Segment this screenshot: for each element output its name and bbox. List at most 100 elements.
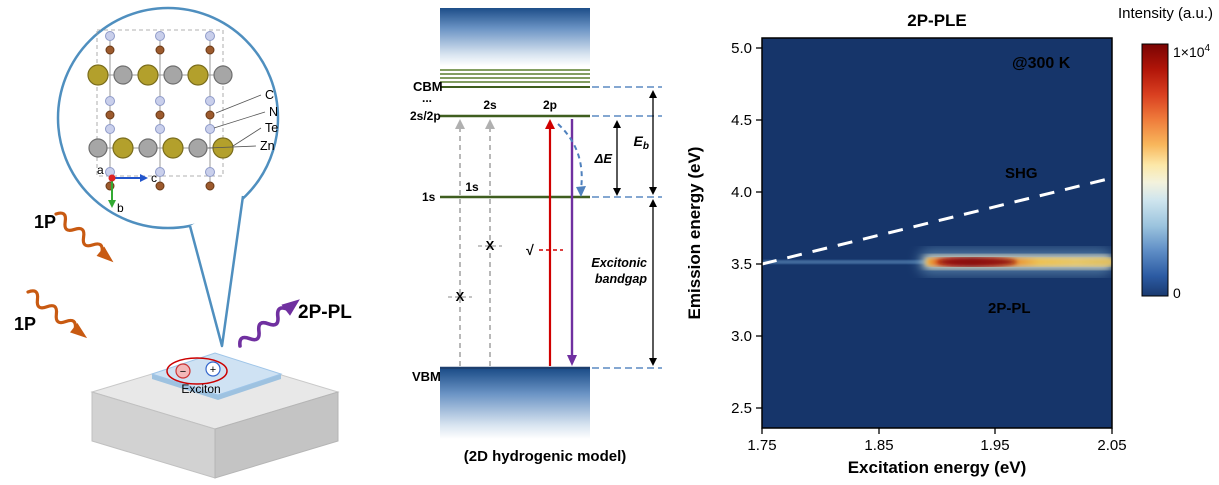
zoom-bubble	[56, 6, 280, 348]
atom-n	[205, 124, 215, 134]
atom-n	[155, 124, 165, 134]
legend-label-c: C	[265, 88, 274, 102]
temperature-annotation: @300 K	[1012, 55, 1071, 72]
atom-zn	[138, 138, 158, 158]
state-1s-gray-label: 1s	[465, 180, 479, 194]
faint-emission-row-core	[762, 261, 924, 263]
exciton: − + Exciton	[166, 357, 228, 396]
delta-e-label: ΔE	[594, 151, 613, 166]
relaxation-path	[557, 123, 586, 197]
a-axis-label: a	[97, 163, 104, 177]
bubble-pointer	[188, 195, 245, 348]
atom-c	[205, 110, 215, 120]
atom-zn	[163, 65, 183, 85]
y-tick-label: 3.5	[731, 256, 752, 273]
pump-photon-arrow-1	[51, 208, 114, 263]
cbm-dots: ...	[422, 91, 432, 105]
pump-label-top: 1P	[34, 212, 56, 232]
gray-arrowhead	[455, 119, 465, 129]
metal-row-2	[88, 137, 234, 159]
colorbar-min-label: 0	[1173, 285, 1181, 301]
heatmap-body	[762, 38, 1112, 428]
c-axis-arrowhead	[140, 174, 148, 182]
atom-n	[155, 167, 165, 177]
y-ticks	[756, 47, 762, 409]
pump-label-bottom: 1P	[14, 314, 36, 334]
shg-annotation: SHG	[1005, 165, 1038, 182]
electron-minus: −	[180, 366, 186, 378]
exciton-label: Exciton	[181, 382, 220, 396]
y-tick-label: 4.0	[731, 184, 752, 201]
pump-arrowhead	[70, 322, 88, 339]
atom-zn	[213, 65, 233, 85]
y-tick-label: 3.0	[731, 328, 752, 345]
a-axis-dot	[108, 174, 116, 182]
atom-c	[205, 181, 215, 191]
atom-zn	[88, 138, 108, 158]
pl-feature-annotation: 2P-PL	[988, 300, 1031, 317]
unit-cell-outline	[96, 29, 224, 177]
emission-transition	[567, 119, 577, 366]
hole-plus: +	[210, 364, 216, 376]
energy-diagram-panel: X X √ CBM ... 2s/2p 1s	[410, 8, 662, 465]
substrate-right-face	[214, 391, 339, 479]
legend-leader-n	[213, 111, 266, 129]
crystal-axes: a c b	[97, 163, 157, 215]
n-atoms	[105, 31, 215, 177]
allowed-transition: √	[526, 119, 563, 366]
state-2s-label: 2s	[483, 98, 497, 112]
atom-c	[105, 45, 115, 55]
colorbar-max-label: 1×104	[1173, 43, 1211, 60]
emission-label: 2P-PL	[298, 302, 352, 323]
atom-legend: C N Te Zn	[207, 88, 278, 153]
gray-arrowhead	[485, 119, 495, 129]
atom-n	[205, 167, 215, 177]
cbm-label: CBM	[413, 79, 443, 94]
electron-circle	[175, 363, 191, 379]
emission-photon-arrow	[235, 299, 300, 352]
forbidden-x-mark: X	[456, 289, 465, 304]
binding-energy-arrow	[649, 90, 657, 195]
atom-n	[105, 31, 115, 41]
exciton-orbit	[166, 357, 228, 385]
atom-n	[105, 96, 115, 106]
pl-streak-core	[937, 258, 1017, 266]
binding-energy-label: Eb	[634, 133, 649, 152]
x-tick-label: 1.95	[980, 437, 1009, 454]
sample-schematic-panel: C N Te Zn a c b − + Exciton 1P	[14, 6, 352, 479]
diagram-caption: (2D hydrogenic model)	[464, 448, 627, 465]
level-extensions	[592, 86, 662, 369]
y-axis-label: Emission energy (eV)	[685, 147, 704, 320]
pump-photon-arrow-2	[23, 286, 88, 339]
rydberg-levels	[440, 69, 590, 83]
legend-label-te: Te	[265, 121, 278, 135]
atom-zn	[188, 138, 208, 158]
legend-leader-c	[215, 94, 262, 114]
excitonic-bandgap-arrow	[649, 199, 657, 366]
excitonic-bandgap-label-1: Excitonic	[591, 256, 647, 270]
x-tick-labels: 1.75 1.85 1.95 2.05	[747, 437, 1126, 454]
crystal-structure	[87, 29, 234, 191]
shg-line	[762, 176, 1112, 266]
x-tick-label: 1.75	[747, 437, 776, 454]
forbidden-transition-2: X	[478, 119, 502, 366]
plot-title: 2P-PLE	[907, 11, 967, 30]
level-1s-label: 1s	[422, 190, 436, 204]
y-tick-label: 2.5	[731, 400, 752, 417]
atom-c	[155, 181, 165, 191]
state-2p-label: 2p	[543, 98, 557, 112]
emission-arrowhead	[281, 299, 300, 316]
delta-e-arrow	[613, 120, 621, 196]
colorbar	[1141, 43, 1169, 297]
plot-frame	[761, 37, 1113, 429]
atom-c	[105, 110, 115, 120]
c-atoms	[105, 45, 215, 191]
heatmap-background	[762, 38, 1112, 428]
atom-n	[105, 124, 115, 134]
red-arrowhead	[545, 119, 555, 129]
legend-leader-zn	[207, 145, 257, 149]
atom-c	[205, 45, 215, 55]
excitonic-bandgap-label-2: bandgap	[595, 272, 647, 286]
atom-te	[162, 137, 184, 159]
colorbar-title: Intensity (a.u.)	[1118, 5, 1213, 22]
